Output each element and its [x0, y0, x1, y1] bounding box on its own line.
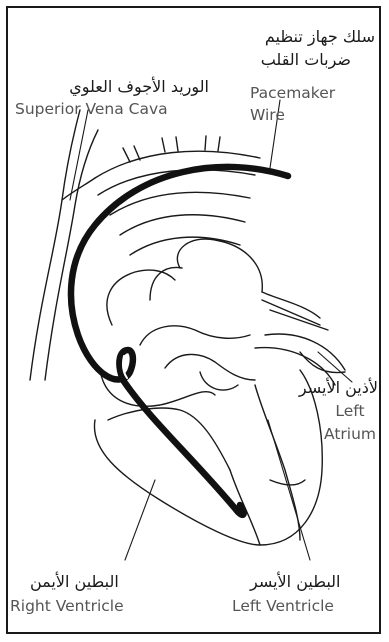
left-ventricle-english: Left Ventricle — [232, 596, 334, 616]
aortic-arch — [95, 136, 260, 255]
ventricle-walls — [94, 370, 322, 545]
pacemaker-wire-english-line1: Pacemaker — [250, 83, 335, 103]
pacemaker-wire-english-line2: Wire — [250, 105, 285, 125]
pacemaker-wire-arabic-line2: ضربات القلب — [261, 50, 351, 70]
right-ventricle-arabic: البطين الأيمن — [30, 572, 119, 592]
left-atrium-english-line2: Atrium — [320, 424, 380, 444]
superior-vena-cava-arabic: الوريد الأجوف العلوي — [69, 77, 209, 97]
left-atrium-english-line1: Left — [325, 401, 375, 421]
right-ventricle-english: Right Ventricle — [10, 596, 124, 616]
superior-vena-cava-english: Superior Vena Cava — [15, 99, 168, 119]
superior-vena-cava-vessel — [30, 110, 98, 380]
pacemaker-wire-arabic-line1: سلك جهاز تنظيم — [265, 27, 375, 47]
left-atrium-arabic: لأذين الأيسر — [299, 378, 378, 398]
pulmonary-artery — [150, 239, 328, 330]
pacemaker-wire — [71, 167, 288, 515]
left-ventricle-arabic: البطين الأيسر — [250, 572, 341, 592]
